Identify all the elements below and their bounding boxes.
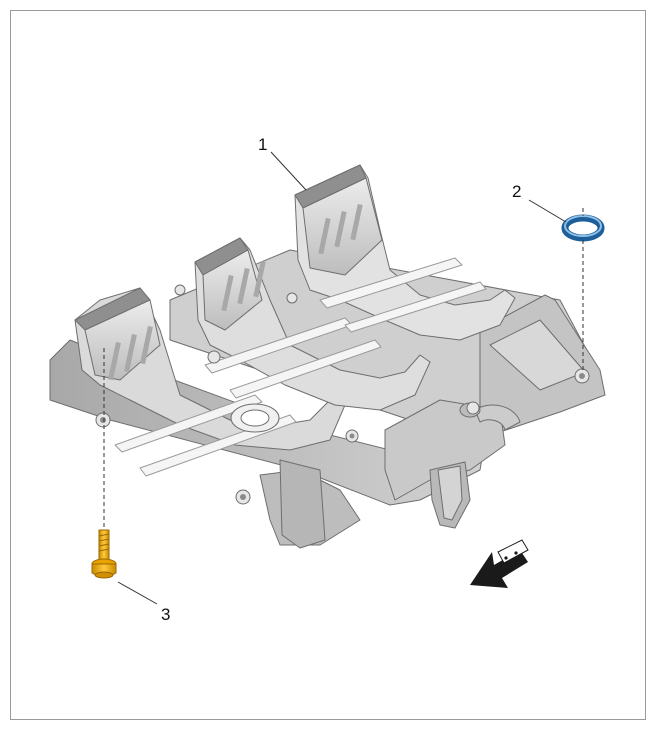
front-of-vehicle-arrow-icon (470, 539, 529, 588)
bearing-support-casting (49, 164, 606, 549)
assembly-lines (103, 208, 584, 528)
seal-ring (561, 214, 605, 242)
callout-3: 3 (161, 605, 170, 624)
callout-1: 1 (258, 135, 267, 154)
callout-2: 2 (512, 182, 521, 201)
bolt (91, 529, 117, 579)
leader-lines (117, 151, 567, 605)
